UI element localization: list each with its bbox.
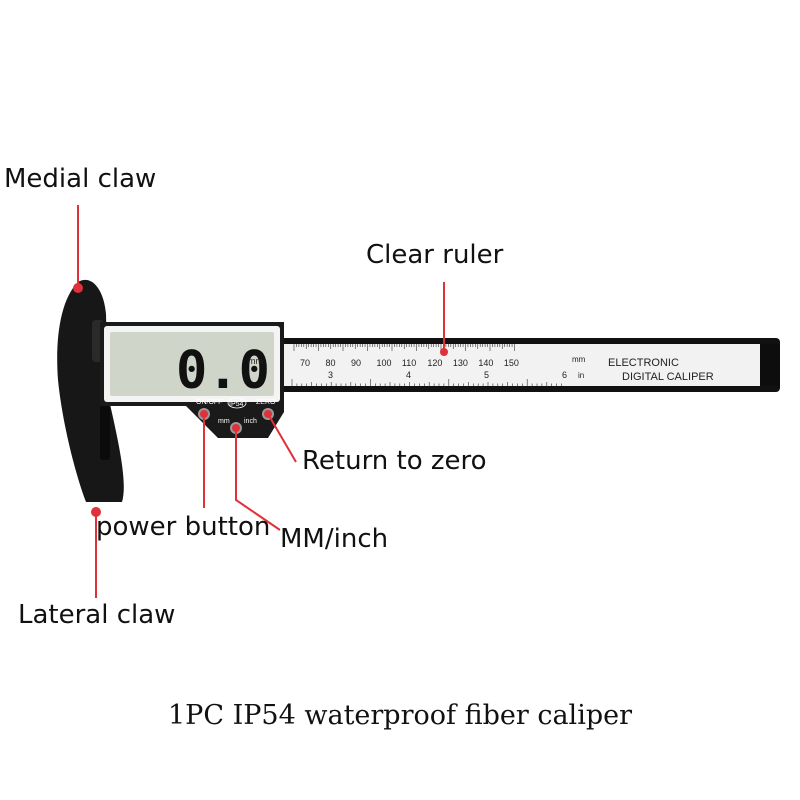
zero-label: ZERO xyxy=(256,399,276,406)
brand-line-2: DIGITAL CALIPER xyxy=(622,371,714,383)
brand-line-1: ELECTRONIC xyxy=(608,357,679,369)
clear-ruler: 70 80 90 100 110 120 130 140 150 3 4 5 6 mm in ELEC… xyxy=(240,338,780,392)
mm-tick-label: 120 xyxy=(427,358,442,368)
mm-tick-label: 140 xyxy=(478,358,493,368)
inch-tick-label: 4 xyxy=(406,370,411,380)
clear-ruler-label: Clear ruler xyxy=(366,240,504,270)
lcd-unit: mm xyxy=(248,356,263,366)
mm-inch-marker xyxy=(232,424,240,432)
return-to-zero-label: Return to zero xyxy=(302,446,487,476)
lateral-claw-marker xyxy=(91,507,101,517)
ruler-marker xyxy=(440,348,448,356)
inch-label: inch xyxy=(244,418,257,425)
lcd-screen xyxy=(110,332,274,396)
inch-tick-label: 5 xyxy=(484,370,489,380)
mm-inch-callout-label: MM/inch xyxy=(280,524,389,554)
on-off-label: ON/OFF xyxy=(196,399,222,406)
power-marker xyxy=(200,410,208,418)
scale-unit-mm: mm xyxy=(572,355,586,364)
ip-badge: IP54 xyxy=(229,401,244,408)
mm-tick-label: 110 xyxy=(402,358,416,368)
mm-tick-label: 90 xyxy=(351,358,361,368)
inch-scale: 3 4 5 6 xyxy=(291,370,567,386)
medial-claw-label: Medial claw xyxy=(4,164,157,194)
medial-claw-marker xyxy=(73,283,83,293)
mm-tick-label: 130 xyxy=(453,358,468,368)
callout-lines xyxy=(77,205,445,598)
scale-unit-in: in xyxy=(578,371,584,380)
mm-label: mm xyxy=(218,418,230,425)
mm-tick-label: 100 xyxy=(376,358,391,368)
power-button-label: power button xyxy=(96,512,271,542)
inch-tick-label: 6 xyxy=(562,370,567,380)
product-caption: 1PC IP54 waterproof fiber caliper xyxy=(168,700,632,731)
lcd-value: 0.0 xyxy=(176,341,270,401)
inch-tick-label: 3 xyxy=(328,370,333,380)
mm-tick-label: 70 xyxy=(300,358,310,368)
mm-tick-label: 80 xyxy=(325,358,335,368)
lateral-claw-label: Lateral claw xyxy=(18,600,176,630)
mm-tick-label: 150 xyxy=(504,358,519,368)
zero-marker xyxy=(264,410,272,418)
callout-dots xyxy=(73,283,448,517)
mm-scale: 70 80 90 100 110 120 130 140 150 xyxy=(293,344,519,368)
